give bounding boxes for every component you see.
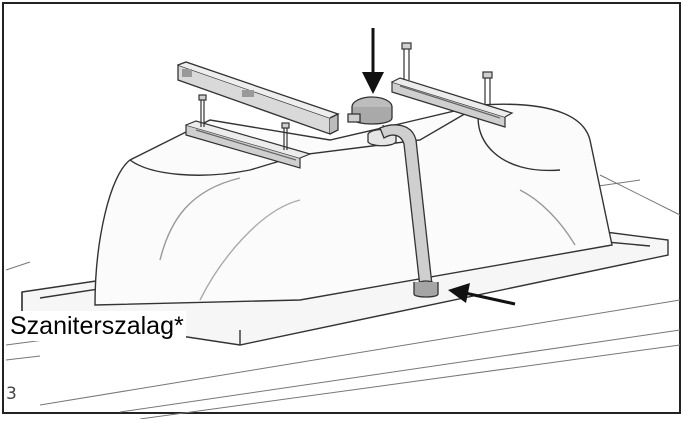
- step-number: 3: [6, 384, 17, 404]
- bathtub: [94, 103, 613, 306]
- drain-fitting: [347, 96, 397, 147]
- overflow-pipe: [379, 124, 439, 298]
- screw-icon: [198, 94, 290, 150]
- mounting-rail-left: [185, 120, 312, 169]
- callout-label: Szaniterszalag*: [8, 311, 186, 341]
- screw-icon: [401, 42, 493, 104]
- arrow-down-icon: [362, 28, 384, 94]
- arrow-left-icon: [448, 283, 516, 306]
- spirit-level-icon: [177, 61, 340, 135]
- mounting-rail-right: [391, 77, 514, 128]
